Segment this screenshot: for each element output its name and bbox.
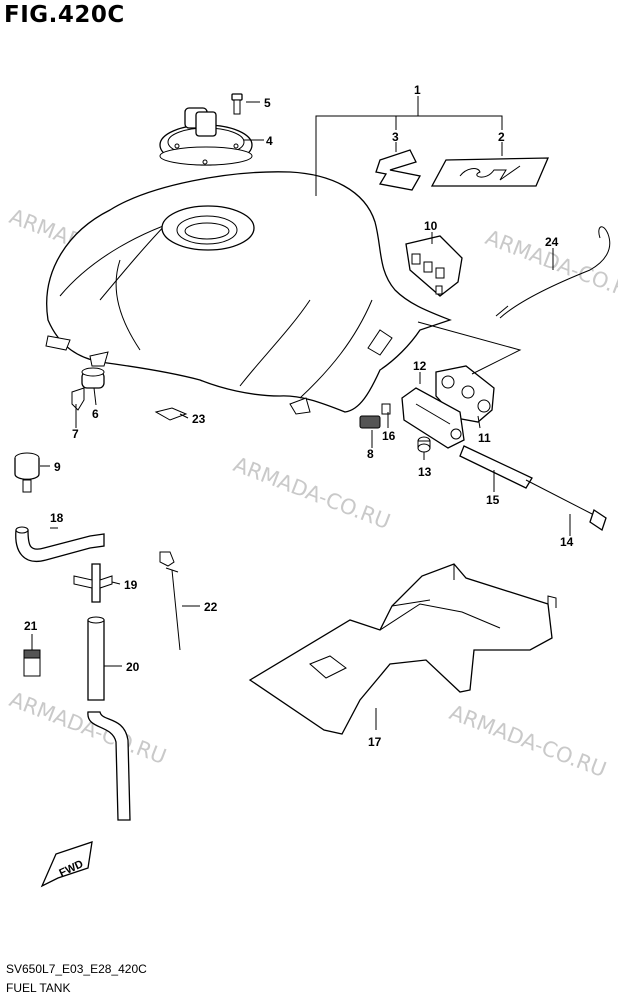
callout-16[interactable]: 16: [382, 429, 396, 443]
callout-7[interactable]: 7: [72, 427, 79, 441]
callout-12[interactable]: 12: [413, 359, 427, 373]
callout-18[interactable]: 18: [50, 511, 64, 525]
part-23[interactable]: [154, 407, 188, 421]
callout-24[interactable]: 24: [545, 235, 559, 249]
damper-9-part[interactable]: [14, 452, 40, 493]
callouts: 1 2 3 4 5 6 7 8 9 10 11 12 13 14 15 16 1…: [24, 83, 574, 749]
callout-17[interactable]: 17: [368, 735, 382, 749]
bolt-14-part[interactable]: [525, 479, 607, 532]
callout-14[interactable]: 14: [560, 535, 574, 549]
tray-17-part[interactable]: [248, 563, 557, 735]
callout-23[interactable]: 23: [192, 412, 206, 426]
clip-16-part[interactable]: [381, 403, 391, 415]
rod-15-part[interactable]: [459, 445, 533, 489]
callout-2[interactable]: 2: [498, 130, 505, 144]
hose-24-part[interactable]: [495, 226, 611, 319]
callout-9[interactable]: 9: [54, 460, 61, 474]
fuel-tank-part[interactable]: [45, 171, 452, 415]
callout-13[interactable]: 13: [418, 465, 432, 479]
callout-20[interactable]: 20: [126, 660, 140, 674]
callout-3[interactable]: 3: [392, 130, 399, 144]
nut-13-part[interactable]: [417, 436, 431, 453]
emblem-sv-part[interactable]: [430, 157, 549, 187]
grommet-8-part[interactable]: [359, 415, 381, 429]
diagram-code: SV650L7_E03_E28_420C: [6, 962, 147, 976]
callout-11[interactable]: 11: [478, 431, 491, 445]
fwd-arrow-icon: FWD: [40, 841, 93, 888]
callout-10[interactable]: 10: [424, 219, 438, 233]
band-22-part[interactable]: [159, 551, 181, 651]
hose-18-part[interactable]: [15, 526, 105, 562]
diagram-name: FUEL TANK: [6, 981, 71, 995]
callout-6[interactable]: 6: [92, 407, 99, 421]
emblem-suzuki-part[interactable]: [375, 149, 422, 191]
hinge-12-part[interactable]: [401, 387, 465, 449]
callout-15[interactable]: 15: [486, 493, 500, 507]
connector-19-part[interactable]: [73, 563, 113, 603]
part-7[interactable]: [71, 387, 85, 411]
callout-5[interactable]: 5: [264, 96, 271, 110]
leader-lines: [31, 96, 571, 730]
bracket-10-part[interactable]: [405, 235, 463, 297]
part-6[interactable]: [81, 367, 105, 389]
watermark-3: ARMADA-CO.RU: [230, 452, 393, 534]
label-21-part[interactable]: [23, 649, 41, 677]
callout-4[interactable]: 4: [266, 134, 273, 148]
bolt-5-part[interactable]: [231, 93, 243, 115]
hose-20-part[interactable]: [87, 616, 131, 821]
figure-title: FIG.420C: [4, 2, 125, 28]
callout-1[interactable]: 1: [414, 83, 421, 97]
fuel-cap-part[interactable]: [159, 107, 253, 166]
callout-22[interactable]: 22: [204, 600, 218, 614]
callout-21[interactable]: 21: [24, 619, 38, 633]
callout-8[interactable]: 8: [367, 447, 374, 461]
watermark-5: ARMADA-CO.RU: [446, 700, 609, 782]
callout-19[interactable]: 19: [124, 578, 138, 592]
